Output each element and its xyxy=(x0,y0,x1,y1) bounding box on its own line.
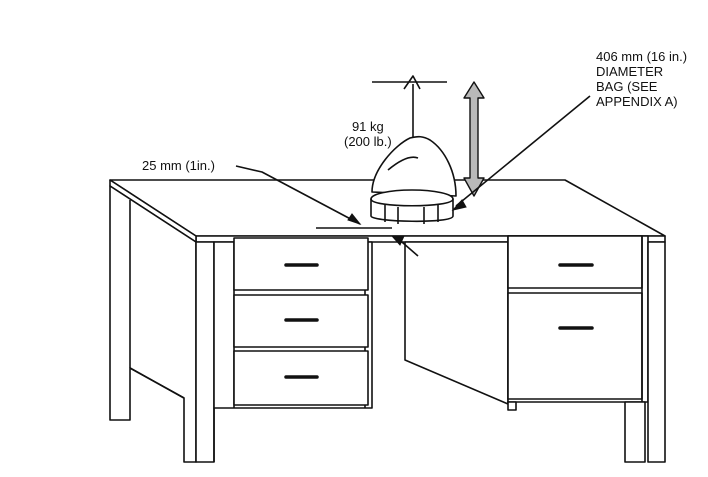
modesty-panel xyxy=(404,241,509,405)
gap-arrow-bottom xyxy=(390,235,405,246)
gap-leader-line xyxy=(235,165,361,225)
bag-leader-line xyxy=(455,95,591,207)
gap-label: 25 mm (1in.) xyxy=(142,158,215,173)
bag-label-line-1: 406 mm (16 in.) xyxy=(596,49,688,64)
weight-bag-cone xyxy=(371,135,457,197)
right-front-leg xyxy=(624,401,646,463)
right-back-leg xyxy=(507,401,517,411)
weight-label-line-1: 91 kg xyxy=(351,119,384,134)
right-file-drawer xyxy=(507,292,643,400)
bag-label-line-4: APPENDIX A) xyxy=(596,94,678,109)
left-front-leg xyxy=(195,241,215,463)
bag-label: 406 mm (16 in.) DIAMETER BAG (SEE APPEND… xyxy=(596,49,687,109)
weight-label-line-2: (200 lb.) xyxy=(344,134,392,149)
vertical-drop-arrow xyxy=(463,81,485,197)
bag-label-line-3: BAG (SEE xyxy=(596,79,658,94)
weight-label: 91 kg (200 lb.) xyxy=(344,119,392,149)
bag-label-line-2: DIAMETER xyxy=(596,64,664,79)
bag-leader-arrow xyxy=(451,199,467,211)
weight-bag-base xyxy=(370,198,454,223)
gap-arrow-top xyxy=(347,213,362,226)
left-drawer-3 xyxy=(233,350,369,406)
right-drawer-1 xyxy=(507,235,643,289)
right-pedestal-side xyxy=(647,241,666,463)
